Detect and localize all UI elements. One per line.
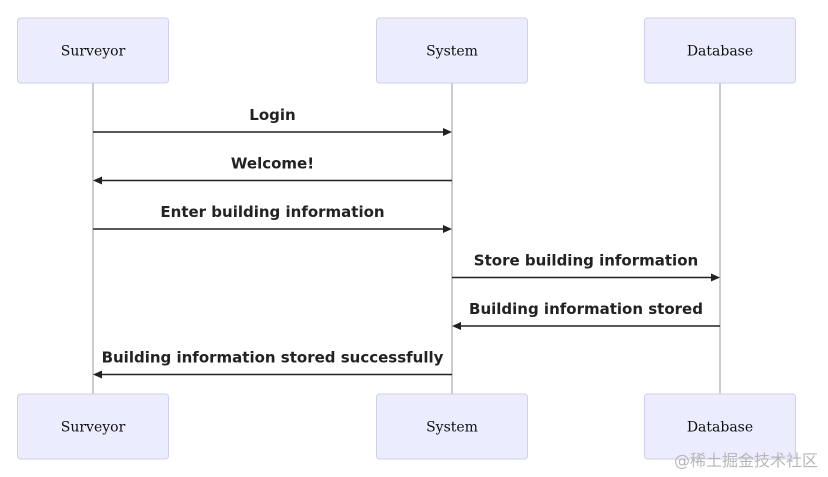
actor-label: Database <box>687 44 753 60</box>
actor-surveyor-top: Surveyor <box>17 17 169 84</box>
actor-label: System <box>426 420 478 436</box>
actor-system-bottom: System <box>376 393 528 460</box>
message-3: Enter building information <box>93 203 452 233</box>
message-1: Login <box>93 106 452 136</box>
actor-label: System <box>426 44 478 60</box>
arrowhead-icon <box>711 273 720 282</box>
message-6: Building information stored successfully <box>93 349 452 379</box>
arrowhead-icon <box>93 370 102 379</box>
actor-label: Database <box>687 420 753 436</box>
watermark: @稀土掘金技术社区 <box>673 451 818 470</box>
lifelines <box>92 83 721 394</box>
arrowhead-icon <box>443 225 452 233</box>
message-label: Building information stored <box>469 300 703 318</box>
message-label: Store building information <box>474 252 698 270</box>
actor-database-top: Database <box>644 17 796 84</box>
actor-box <box>376 17 528 84</box>
message-label: Enter building information <box>160 203 384 221</box>
arrowhead-icon <box>93 176 102 185</box>
actor-box <box>17 393 169 460</box>
message-2: Welcome! <box>93 155 452 185</box>
arrowhead-icon <box>443 128 452 136</box>
actor-label: Surveyor <box>61 420 126 436</box>
actor-surveyor-bottom: Surveyor <box>17 393 169 460</box>
actor-database-bottom: Database <box>644 393 796 460</box>
message-label: Welcome! <box>231 155 314 173</box>
actors: SurveyorSurveyorSystemSystemDatabaseData… <box>17 17 796 460</box>
message-5: Building information stored <box>452 300 720 330</box>
actor-label: Surveyor <box>61 44 126 60</box>
actor-box <box>376 393 528 460</box>
actor-box <box>644 17 796 84</box>
message-4: Store building information <box>452 252 720 282</box>
actor-system-top: System <box>376 17 528 84</box>
actor-box <box>644 393 796 460</box>
message-label: Login <box>249 106 295 124</box>
actor-box <box>17 17 169 84</box>
message-label: Building information stored successfully <box>102 349 444 367</box>
arrowhead-icon <box>452 322 461 330</box>
